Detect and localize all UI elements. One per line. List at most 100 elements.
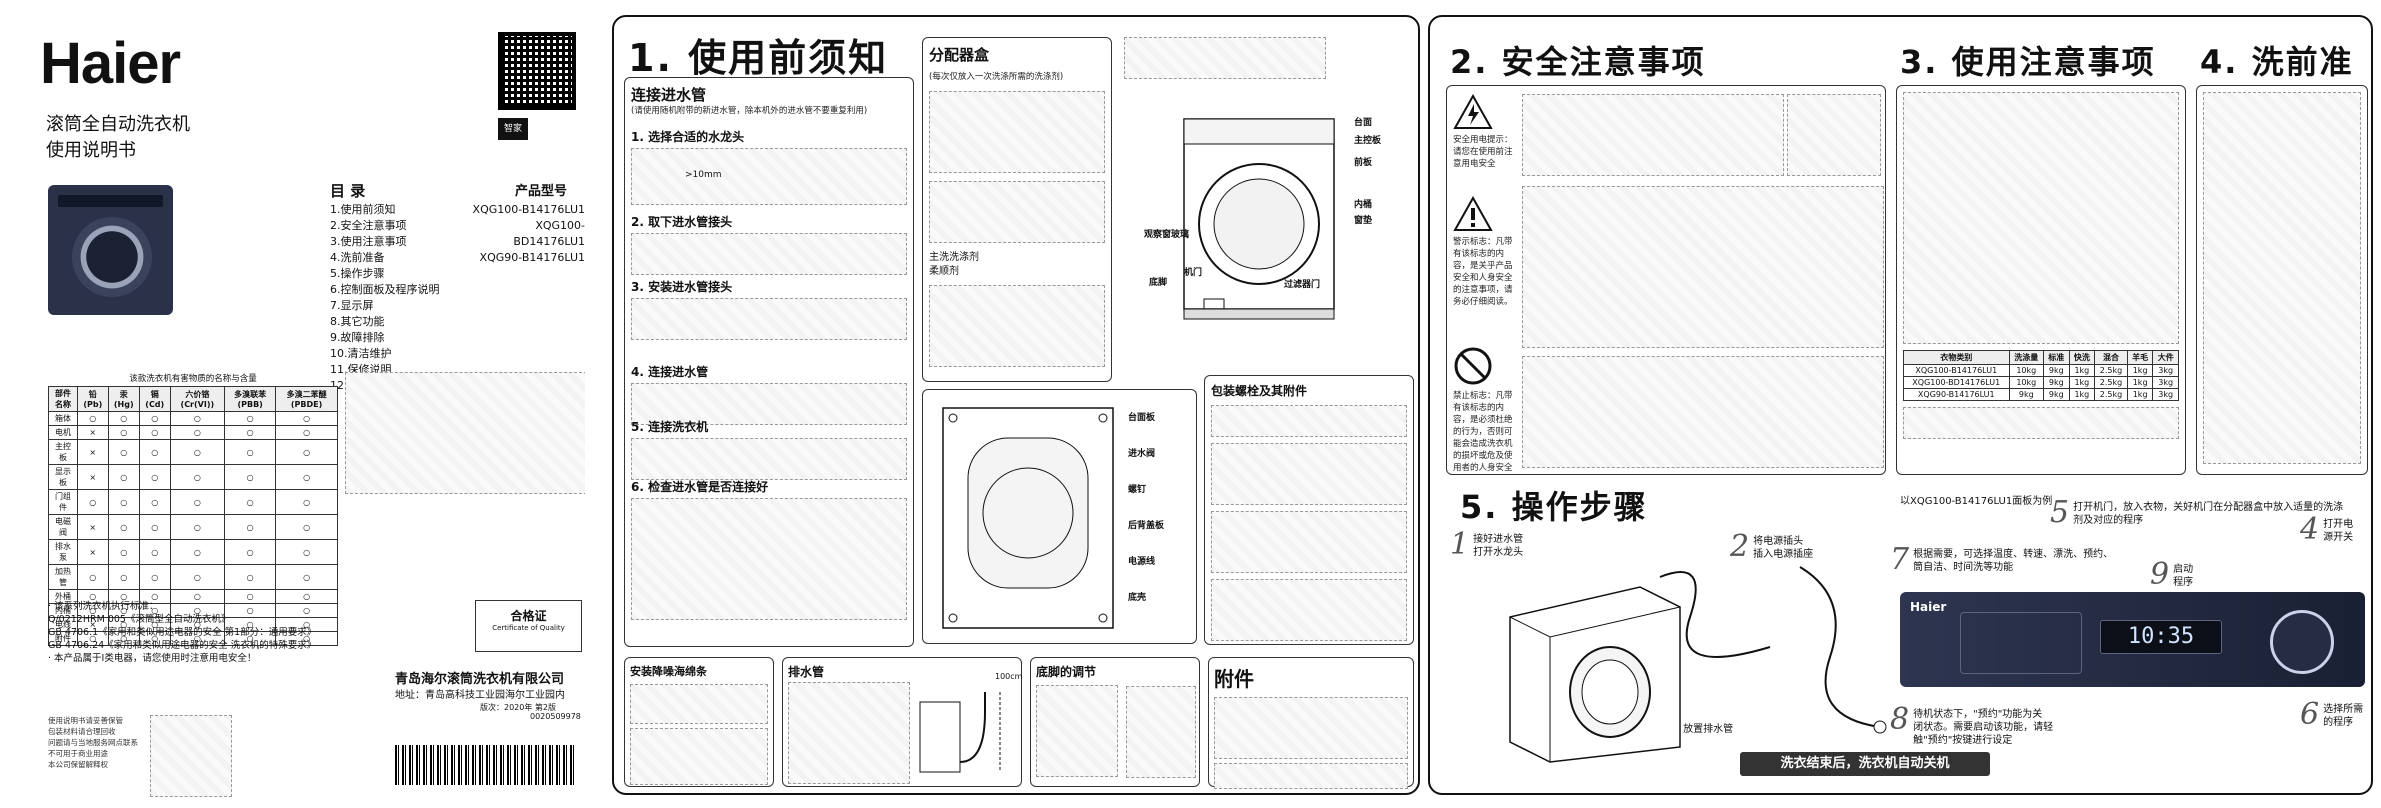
certificate: 合格证 Certificate of Quality	[475, 600, 582, 652]
hose-connect-note: (请使用随机附带的新进水管，除本机外的进水管不要重复利用)	[631, 106, 868, 116]
safety-text-3	[1522, 356, 1884, 468]
hazard-header-cell: 多溴联苯(PBB)	[224, 386, 277, 412]
load-header-cell: 衣物类别	[1903, 350, 2010, 365]
part-label: 内桶	[1354, 200, 1373, 210]
hazard-table: 部件名称铅(Pb)汞(Hg)镉(Cd)六价铬(Cr(VI))多溴联苯(PBB)多…	[48, 386, 338, 646]
toc-item: 9.故障排除	[330, 331, 385, 344]
hose-step: 1. 选择合适的水龙头	[631, 128, 907, 205]
cert-title: 合格证	[510, 609, 547, 623]
drain-hose-text	[788, 682, 910, 784]
toc-item: 1.使用前须知	[330, 203, 396, 216]
caution-icon	[1453, 195, 1493, 231]
part-label: 机门	[1184, 268, 1203, 278]
step-number: 1	[1450, 527, 1470, 562]
step-number: 9	[2150, 557, 2170, 592]
hose-step-illustration	[631, 383, 907, 425]
load-header-cell: 大件	[2152, 350, 2179, 365]
washer-front-svg	[1183, 118, 1335, 320]
washer-door-icon	[72, 217, 152, 297]
hazard-cell: ○	[275, 514, 338, 540]
transport-bolts-box: 包装螺栓及其附件	[1204, 375, 1414, 645]
step-text: 启动 程序	[2173, 564, 2194, 588]
hazard-cell: ○	[224, 464, 277, 490]
hose-step: 2. 取下进水管接头	[631, 213, 907, 275]
washer-display-icon	[58, 195, 163, 207]
hose-connect-box: 连接进水管 (请使用随机附带的新进水管，除本机外的进水管不要重复利用) 1. 选…	[624, 77, 914, 647]
hazard-cell: 主控板	[48, 439, 78, 465]
hazard-header-cell: 部件名称	[48, 386, 78, 412]
hazard-cell: ○	[107, 514, 140, 540]
standard-line: GB 4706.1《家用和类似用途电器的安全 第1部分：通用要求》	[48, 627, 317, 638]
load-cell: XQG100-BD14176LU1	[1903, 376, 2010, 389]
hazard-table-row: 外桶○○○○○○	[48, 589, 338, 604]
hazard-table-row: 加热管○○○○○○	[48, 564, 338, 590]
feet-adjust-title: 底脚的调节	[1036, 665, 1097, 679]
doc-type: 使用说明书	[46, 140, 136, 161]
drain-hose-box: 排水管 100cm	[782, 657, 1022, 787]
step-text: 将电源插头 插入电源插座	[1753, 536, 1814, 560]
hose-step-title: 6. 检查进水管是否连接好	[631, 480, 769, 494]
hazard-cell: ○	[275, 631, 338, 646]
step-text: 待机状态下，"预约"功能为关 闭状态。需要启动该功能，请轻 触"预约"按键进行设…	[1913, 709, 2054, 746]
hazard-cell: ○	[169, 411, 226, 426]
product-name: 滚筒全自动洗衣机	[46, 114, 190, 135]
prep-box	[2196, 85, 2368, 475]
hazard-cell: ○	[169, 564, 226, 590]
accessory-title: 附件	[1214, 667, 1254, 691]
start-button[interactable]	[2270, 610, 2334, 674]
recycle-line: 包装材料请合理回收	[48, 727, 116, 736]
hose-step-illustration	[631, 148, 907, 205]
hose-step-illustration	[631, 233, 907, 275]
recycle-line: 本公司保留解释权	[48, 760, 108, 769]
sections-2-5-panel: 2. 安全注意事项 安全用电提示：请您在使用前注意用电安全 警示标志：凡带有该标…	[1428, 15, 2373, 795]
hose-step-title: 2. 取下进水管接头	[631, 215, 733, 229]
hose-step: 5. 连接洗衣机	[631, 418, 907, 480]
recycle-list: 使用说明书请妥善保管包装材料请合理回收问题请与当地服务网点联系不可用于商业用途本…	[48, 715, 138, 770]
hazard-cell: ○	[224, 539, 277, 565]
prep-text	[2203, 92, 2361, 464]
hazard-cell: 排水泵	[48, 539, 78, 565]
faucet-size-label: >10mm	[685, 170, 722, 180]
hazard-table-box: 该款洗衣机有害物质的名称与含量 部件名称铅(Pb)汞(Hg)镉(Cd)六价铬(C…	[48, 372, 338, 646]
load-header-cell: 洗涤量	[2008, 350, 2045, 365]
hazard-cell: ×	[77, 425, 109, 440]
load-cell: 1kg	[2126, 376, 2154, 389]
load-cell: 2.5kg	[2094, 376, 2128, 389]
feet-adjust-icon	[1126, 686, 1196, 778]
standards-block: · 该系列洗衣机执行标准：Q/0212HRM 005《滚筒型全自动洗衣机》GB …	[48, 600, 328, 665]
hose-connect-title: 连接进水管	[631, 86, 707, 104]
part-label: 前板	[1354, 158, 1373, 168]
hazard-table-row: 电机×○○○○○	[48, 425, 338, 440]
drain-hose-title: 排水管	[788, 665, 825, 679]
hazard-cell: ○	[169, 439, 226, 465]
step-number: 2	[1730, 529, 1750, 564]
part-label: 观察窗玻璃	[1144, 230, 1190, 240]
hazard-cell: ○	[224, 564, 277, 590]
hazard-cell: ○	[107, 411, 140, 426]
section-2-title: 2. 安全注意事项	[1450, 43, 1706, 81]
company-address: 地址：青岛高科技工业园海尔工业园内	[395, 690, 565, 701]
recycle-icons	[150, 715, 232, 797]
usage-text	[1903, 92, 2179, 344]
section-3-title: 3. 使用注意事项	[1900, 43, 2156, 81]
warn-1: 安全用电提示：请您在使用前注意用电安全	[1453, 93, 1513, 170]
hazard-cell: ○	[138, 411, 171, 426]
qr-code	[498, 32, 576, 110]
load-header-cell: 快洗	[2068, 350, 2096, 365]
hazard-table-row: 附件○○○○○○	[48, 631, 338, 646]
safety-illustration-1	[1787, 94, 1881, 176]
part-label: 过滤器门	[1284, 280, 1321, 290]
install-sponge-icons	[630, 728, 768, 785]
dispenser-title: 分配器盒	[929, 46, 990, 64]
hazard-cell: ○	[107, 489, 140, 515]
transport-bolts-title: 包装螺栓及其附件	[1211, 384, 1308, 398]
install-sponge-title: 安装降噪海绵条	[630, 665, 707, 678]
control-panel: Haier 10:35	[1900, 592, 2365, 687]
toc-item: 6.控制面板及程序说明	[330, 283, 440, 296]
